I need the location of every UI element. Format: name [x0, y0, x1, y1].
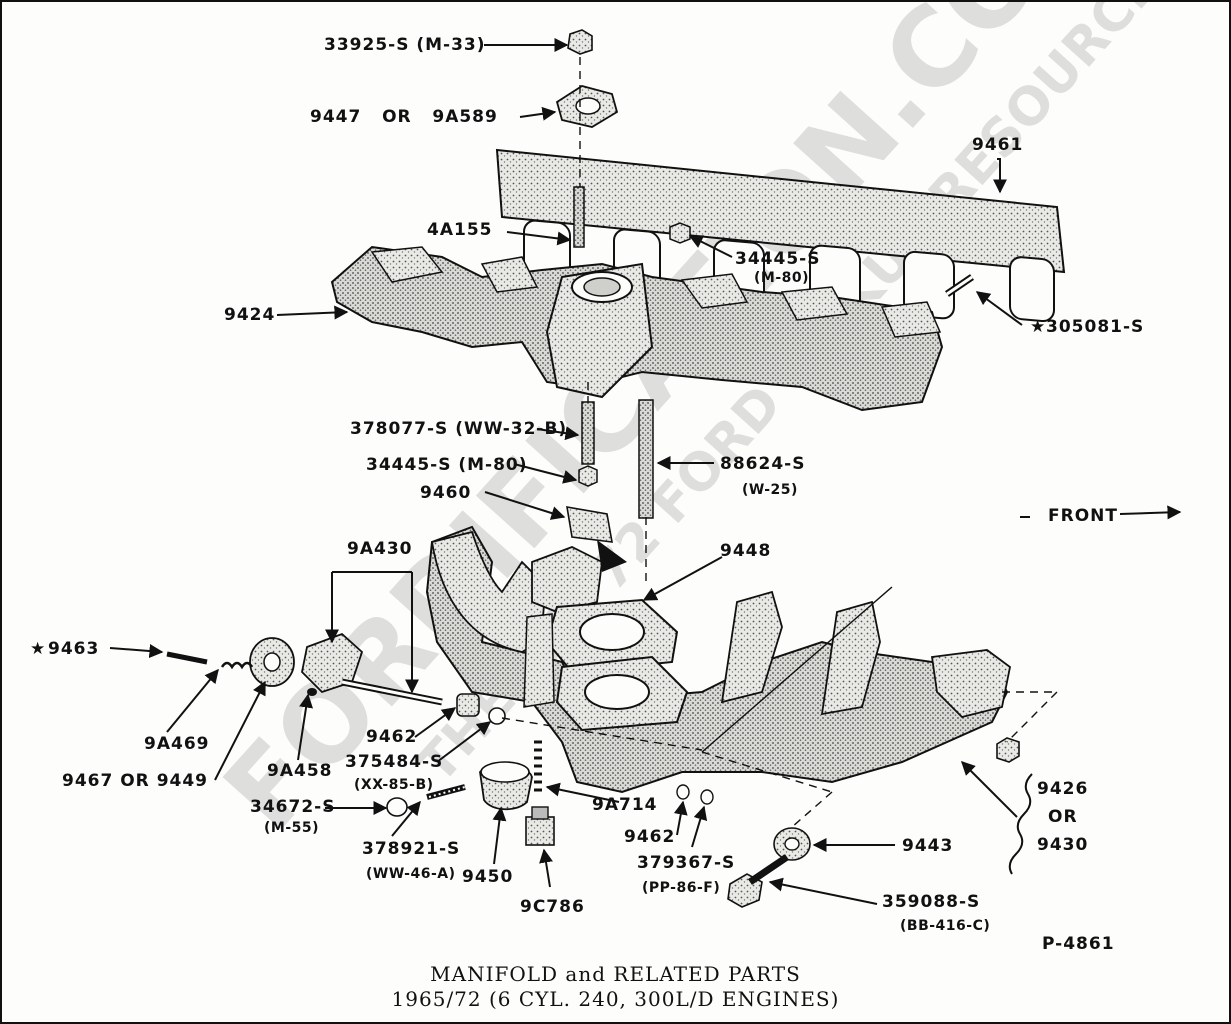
- label-9461: 9461: [972, 135, 1023, 155]
- exhaust-manifold: [425, 525, 1011, 794]
- label-379367-s-sub: (PP-86-F): [642, 880, 720, 896]
- label-9460: 9460: [420, 483, 471, 503]
- label-378921-s-sub: (WW-46-A): [366, 866, 456, 882]
- label-379367-s: 379367-S: [637, 853, 735, 873]
- label-34445-s-top-sub: (M-80): [754, 270, 809, 286]
- label-star-9463: ★: [30, 639, 46, 659]
- label-88624-s: 88624-S: [720, 454, 805, 474]
- label-375484-s-sub: (XX-85-B): [354, 777, 434, 793]
- part-labels: 33925-S (M-33) 9447 OR 9A589 9461 4A155 …: [30, 35, 1144, 934]
- label-34672-s: 34672-S: [250, 797, 335, 817]
- label-star-305081: ★: [1030, 317, 1046, 337]
- label-375484-s: 375484-S: [345, 752, 443, 772]
- label-9430: 9430: [1037, 835, 1088, 855]
- label-305081-s: 305081-S: [1046, 317, 1144, 337]
- bracket-9426: [1008, 773, 1033, 875]
- label-9a469: 9A469: [144, 734, 209, 754]
- label-9463: 9463: [48, 639, 99, 659]
- label-9443: 9443: [902, 836, 953, 856]
- leader-arrows: [109, 38, 1182, 905]
- label-9462-left: 9462: [366, 727, 417, 747]
- label-9a430: 9A430: [347, 539, 412, 559]
- label-359088-s: 359088-S: [882, 892, 980, 912]
- label-front: FRONT: [1048, 506, 1118, 526]
- label-4a155: 4A155: [427, 220, 492, 240]
- label-359088-s-sub: (BB-416-C): [900, 918, 990, 934]
- label-9424: 9424: [224, 305, 275, 325]
- label-34672-s-sub: (M-55): [264, 820, 319, 836]
- heat-valve-assembly: [166, 632, 714, 846]
- label-9462-right: 9462: [624, 827, 675, 847]
- figure-reference: P-4861: [1042, 934, 1115, 954]
- bracket-9a430: [325, 571, 419, 694]
- hardware-upper: [555, 29, 1020, 908]
- label-9450: 9450: [462, 867, 513, 887]
- label-88624-s-sub: (W-25): [742, 482, 798, 498]
- label-or: OR: [1048, 807, 1078, 827]
- label-34445-s-top: 34445-S: [735, 249, 820, 269]
- label-34445-s-lower: 34445-S (M-80): [366, 455, 528, 475]
- shaft-center-line: [701, 586, 893, 753]
- caption-subtitle: 1965/72 (6 CYL. 240, 300L/D ENGINES): [391, 987, 840, 1011]
- label-9a458: 9A458: [267, 761, 332, 781]
- label-9467-or-9449: 9467 OR 9449: [62, 771, 208, 791]
- label-9447-or-9a589: 9447 OR 9A589: [310, 107, 498, 127]
- label-378077-s: 378077-S (WW-32-B): [350, 419, 567, 439]
- label-9448: 9448: [720, 541, 771, 561]
- label-378921-s: 378921-S: [362, 839, 460, 859]
- caption-title: MANIFOLD and RELATED PARTS: [430, 962, 801, 986]
- label-9a714: 9A714: [592, 795, 657, 815]
- intake-manifold: [330, 245, 944, 412]
- label-9c786: 9C786: [520, 897, 585, 917]
- label-33925-s: 33925-S (M-33): [324, 35, 486, 55]
- label-9426: 9426: [1037, 779, 1088, 799]
- alignment-lines: [501, 57, 1058, 828]
